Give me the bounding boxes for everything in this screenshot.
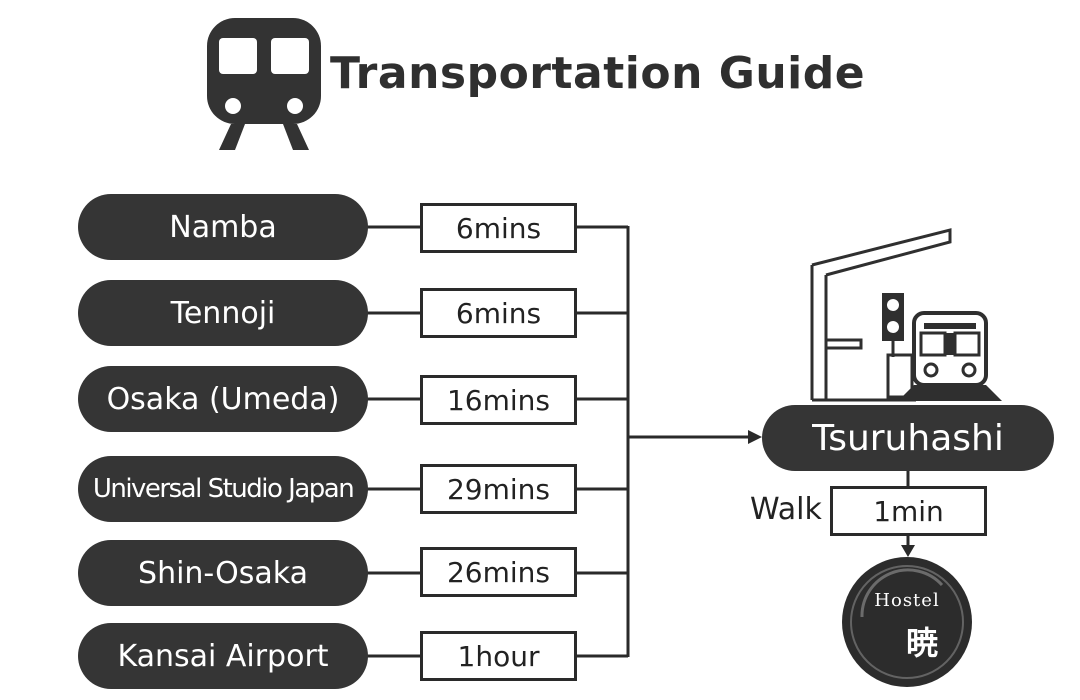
hostel-logo-ring xyxy=(850,565,964,679)
walk-label: Walk xyxy=(750,492,822,527)
hostel-logo xyxy=(842,557,972,687)
time-box-tennoji: 6mins xyxy=(420,288,577,338)
station-pill-shin-osaka: Shin-Osaka xyxy=(78,540,368,606)
page-title: Transportation Guide xyxy=(330,48,866,99)
station-pill-osaka-umeda: Osaka (Umeda) xyxy=(78,366,368,432)
time-box-universal-studio-japan: 29mins xyxy=(420,464,577,514)
train-icon xyxy=(207,18,321,150)
hub-station-pill: Tsuruhashi xyxy=(762,405,1054,471)
station-pill-kansai-airport: Kansai Airport xyxy=(78,623,368,689)
hostel-kanji: 暁 xyxy=(905,624,938,662)
time-box-osaka-umeda: 16mins xyxy=(420,375,577,425)
station-pill-universal-studio-japan: Universal Studio Japan xyxy=(78,456,368,522)
time-box-kansai-airport: 1hour xyxy=(420,631,577,681)
train-station-icon xyxy=(810,228,1002,402)
time-box-shin-osaka: 26mins xyxy=(420,547,577,597)
walk-time-box: 1min xyxy=(830,486,987,536)
station-pill-tennoji: Tennoji xyxy=(78,280,368,346)
station-pill-namba: Namba xyxy=(78,194,368,260)
hostel-name: Hostel xyxy=(874,590,940,611)
time-box-namba: 6mins xyxy=(420,203,577,253)
